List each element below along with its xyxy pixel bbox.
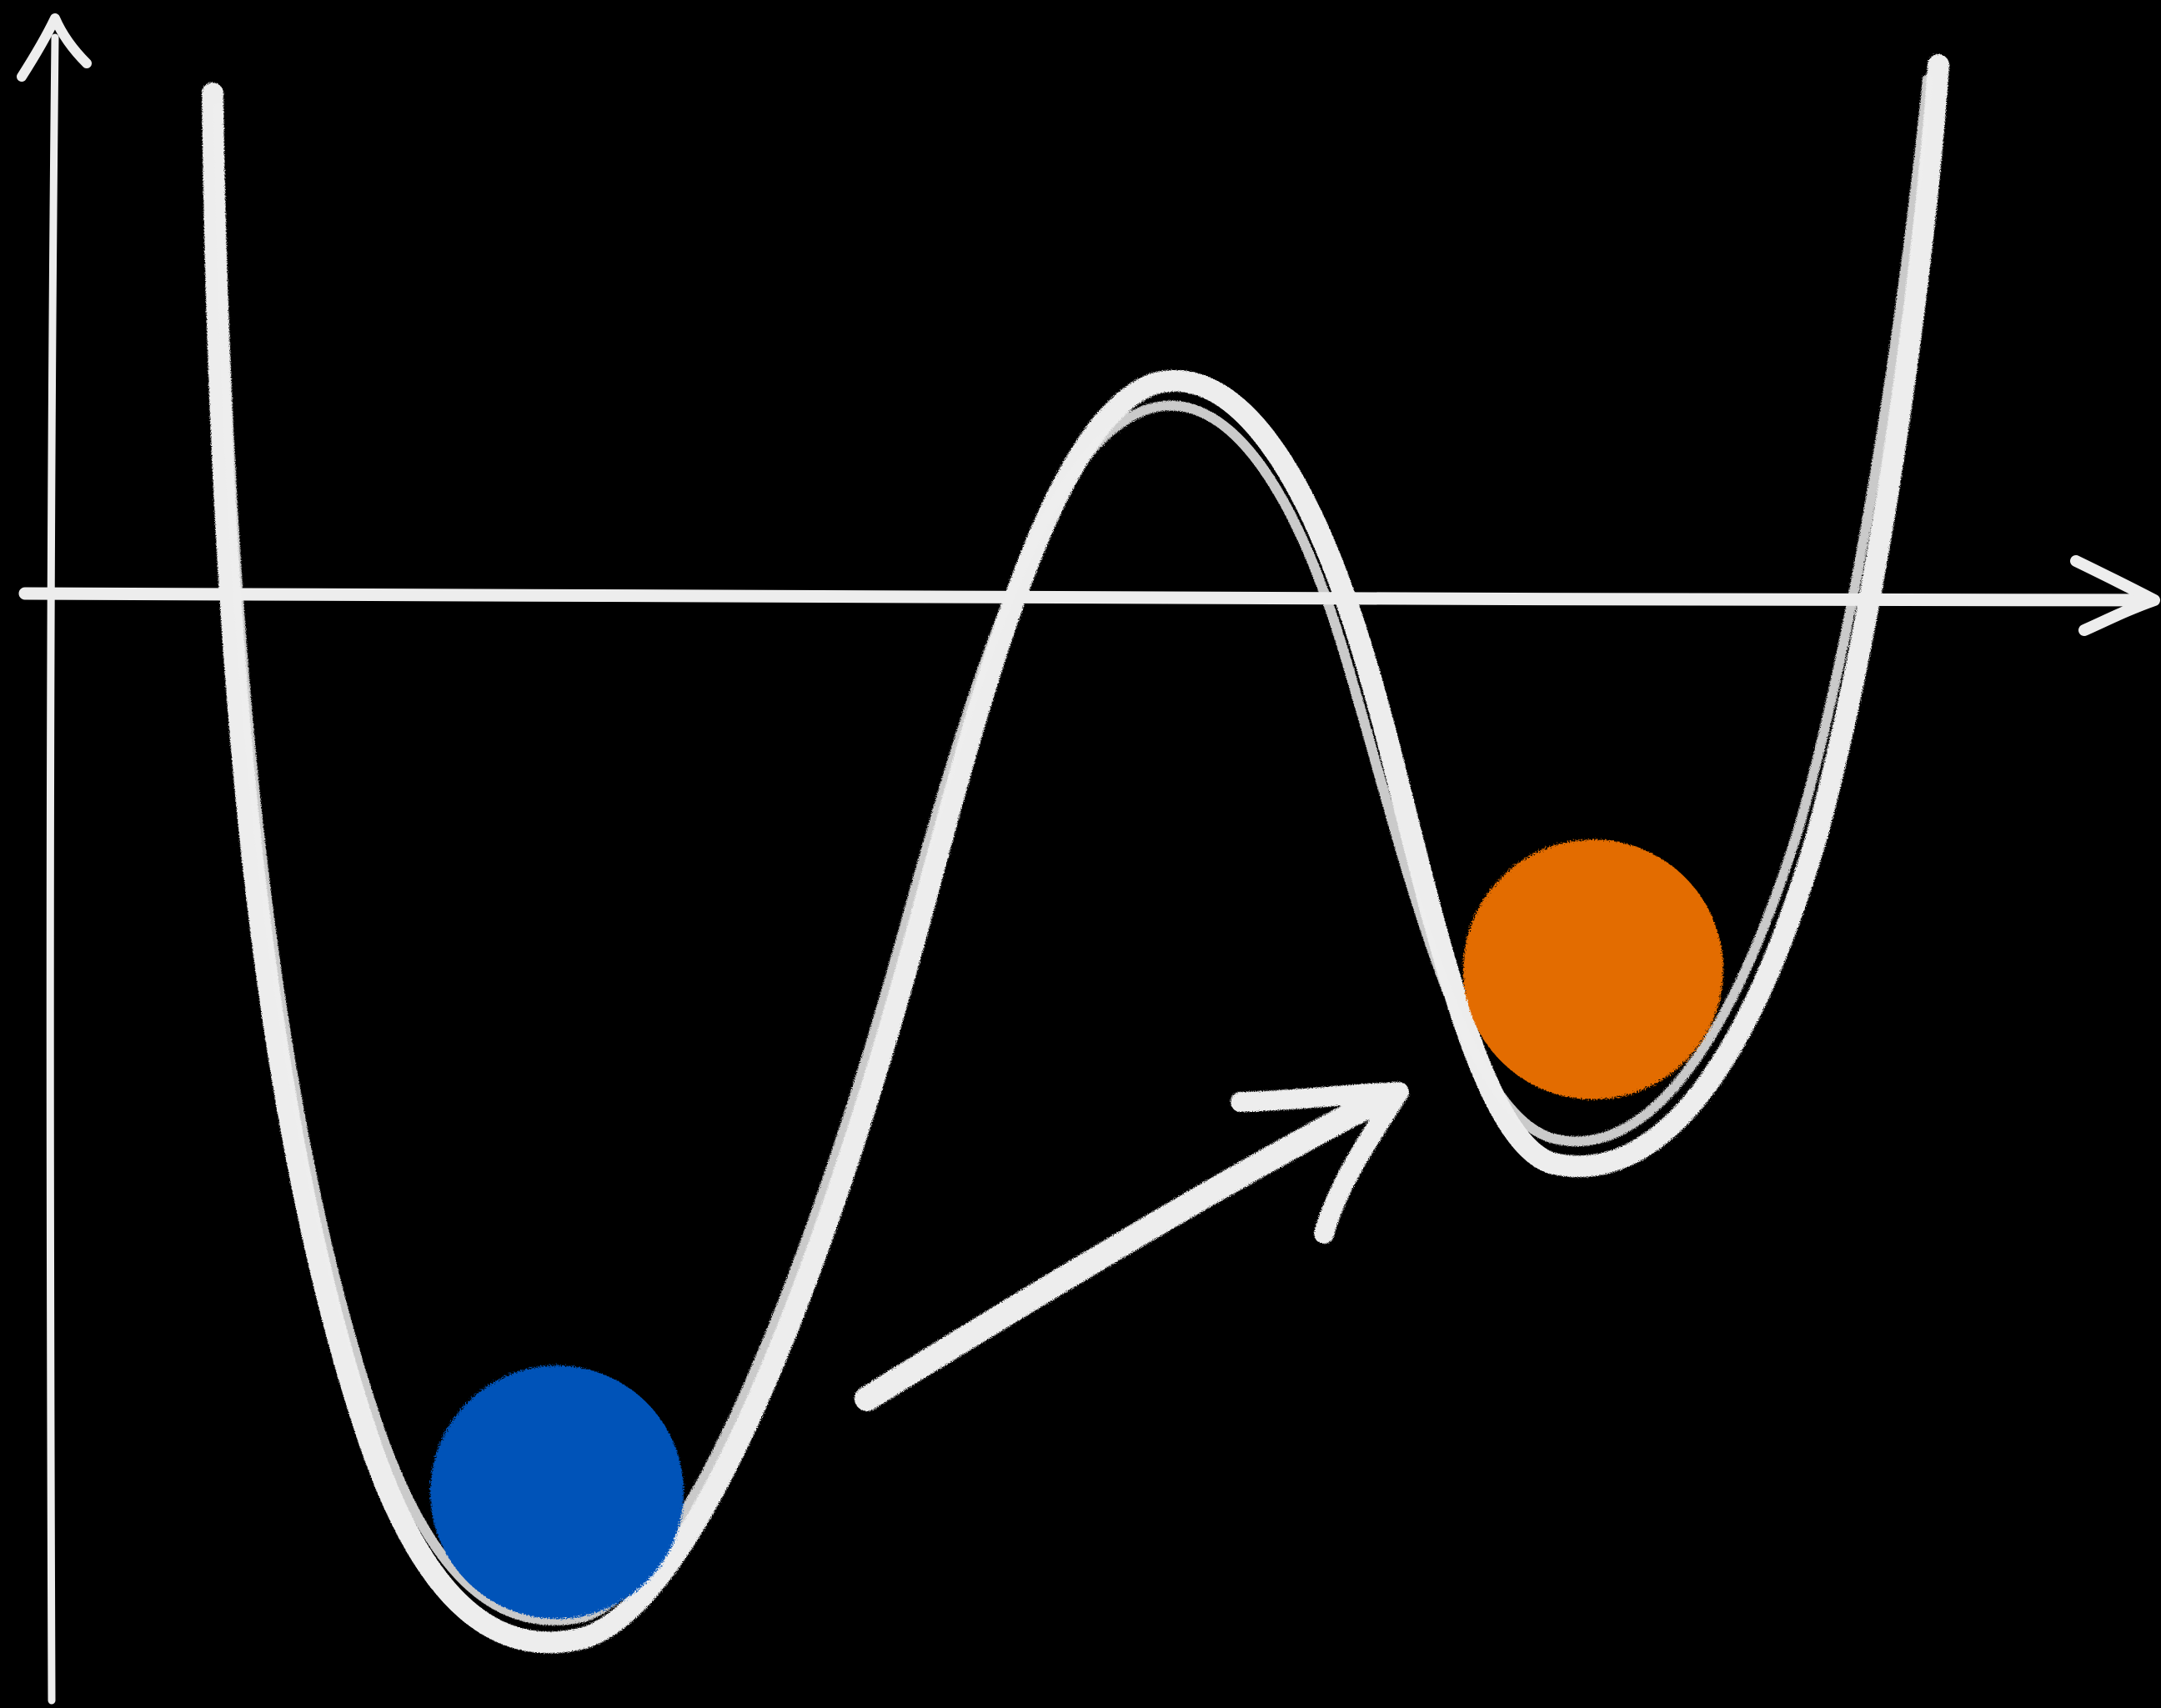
potential-curve-stroke xyxy=(202,54,1949,1654)
potential-curve-inner-stroke xyxy=(213,74,1933,1625)
transition-arrow xyxy=(855,1082,1409,1411)
transition-arrow-shaft xyxy=(855,1089,1388,1411)
y-axis-arrowhead xyxy=(17,13,92,82)
x-axis xyxy=(18,555,2160,636)
deep-well-ball xyxy=(430,1365,684,1619)
x-axis-arrowhead xyxy=(2070,555,2160,636)
potential-curve xyxy=(202,54,1949,1654)
transition-arrow-head xyxy=(1231,1082,1409,1244)
y-axis xyxy=(17,13,92,1705)
x-axis-line xyxy=(18,587,2156,607)
shallow-well-ball xyxy=(1463,839,1723,1099)
y-axis-line xyxy=(46,33,59,1705)
